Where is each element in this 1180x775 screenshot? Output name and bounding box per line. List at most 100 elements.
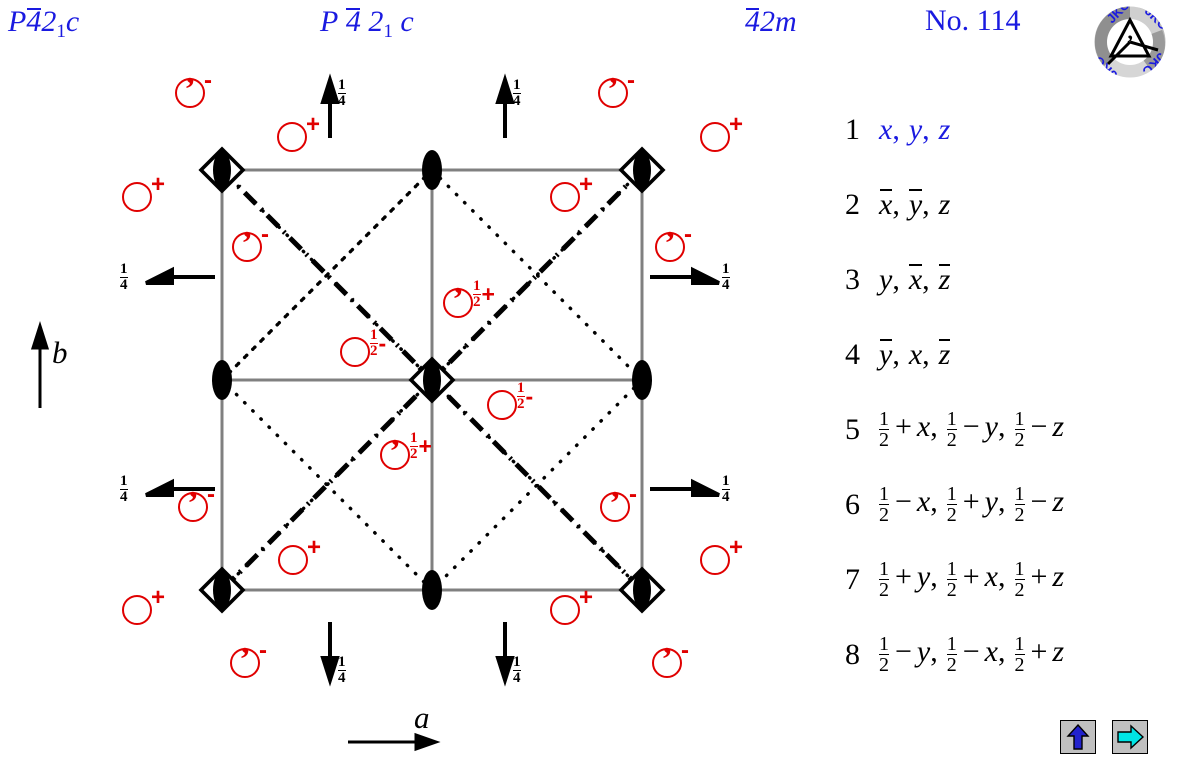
atom-sign-label: -	[204, 67, 212, 94]
atom-ring	[487, 390, 517, 420]
atom-comma: ’-	[232, 223, 269, 262]
atom-ring	[598, 78, 628, 108]
operation-comma: ,	[998, 410, 1006, 444]
operation-sign: −	[962, 410, 980, 444]
operation-sign: +	[1030, 560, 1048, 594]
axis-b-arrow	[30, 321, 50, 408]
atom-ring	[232, 232, 262, 262]
comma-icon: ’	[609, 484, 621, 522]
hm-symbol-full: P 4 21 c	[320, 5, 414, 42]
atom-circle: +	[550, 173, 593, 212]
atom-comma: ’-	[230, 639, 267, 678]
operation-number: 1	[845, 112, 860, 146]
operation-row: 3 y,x,z	[845, 242, 1175, 317]
operation-triplet: x,y,z	[879, 187, 950, 222]
twofold-axes	[212, 150, 652, 610]
atom-ring	[277, 122, 307, 152]
comma-icon: ’	[187, 484, 199, 522]
atom-ring	[443, 288, 473, 318]
atom-ring	[652, 648, 682, 678]
operation-variable: x	[984, 560, 998, 594]
operation-comma: ,	[998, 485, 1006, 519]
comma-icon: ’	[241, 224, 253, 262]
operation-number: 7	[845, 562, 860, 596]
operation-triplet: y,x,z	[879, 262, 950, 297]
atom-ring	[380, 440, 410, 470]
atom-ring	[340, 337, 370, 367]
up-arrow-icon	[1066, 723, 1090, 750]
atom-circle: +	[700, 536, 743, 575]
operation-variable: y	[879, 263, 893, 296]
atom-ring	[550, 595, 580, 625]
comma-icon: ’	[664, 224, 676, 262]
hm-full-bar4: 4	[345, 5, 361, 38]
atom-ring	[600, 492, 630, 522]
atom-comma: ’-	[598, 69, 635, 108]
operation-variable: z	[1052, 560, 1065, 594]
operation-number: 4	[845, 337, 860, 371]
atom-sign-label: -	[261, 221, 269, 248]
atom-sign-label: +	[729, 534, 744, 561]
axis-a-arrow	[348, 732, 441, 752]
svg-text:’: ’	[1126, 30, 1133, 55]
nav-right-button[interactable]	[1112, 720, 1148, 754]
diagram-canvas	[30, 73, 720, 752]
atom-comma: ’-	[652, 639, 689, 678]
hm-short-glide: c	[65, 5, 80, 38]
atom-circle: +	[700, 113, 743, 152]
operation-variable: y	[908, 112, 923, 146]
hm-short-axis2: 2	[41, 5, 57, 38]
operation-row: 4 y,x,z	[845, 317, 1175, 392]
atom-ring	[122, 595, 152, 625]
operation-number: 6	[845, 487, 860, 521]
atom-circle: +	[278, 536, 321, 575]
operation-number: 2	[845, 187, 860, 221]
operation-variable: z	[938, 112, 951, 146]
operation-sign: −	[895, 635, 912, 669]
operation-comma: ,	[930, 485, 938, 519]
atom-sign-label: +	[579, 584, 594, 611]
bar4-axes	[198, 146, 666, 614]
operation-sign: +	[1030, 635, 1048, 669]
operation-variable: y	[879, 338, 893, 371]
hm-full-glide: c	[400, 5, 414, 38]
operation-variable: z	[1052, 635, 1065, 669]
operation-sign: −	[962, 635, 980, 669]
operation-variable: z	[1052, 410, 1065, 444]
hm-short-bar4: 4	[26, 5, 42, 38]
atom-sign-label: +	[729, 111, 744, 138]
operation-triplet: y,x,z	[879, 337, 950, 372]
right-arrow-icon	[1117, 724, 1145, 750]
operation-number: 3	[845, 262, 860, 296]
operation-sign: +	[895, 560, 912, 594]
operation-variable: x	[879, 112, 893, 146]
atom-sign-label: -	[627, 67, 635, 94]
operation-variable: y	[908, 188, 923, 221]
nav-up-button[interactable]	[1060, 720, 1096, 754]
operation-variable: y	[916, 560, 931, 594]
